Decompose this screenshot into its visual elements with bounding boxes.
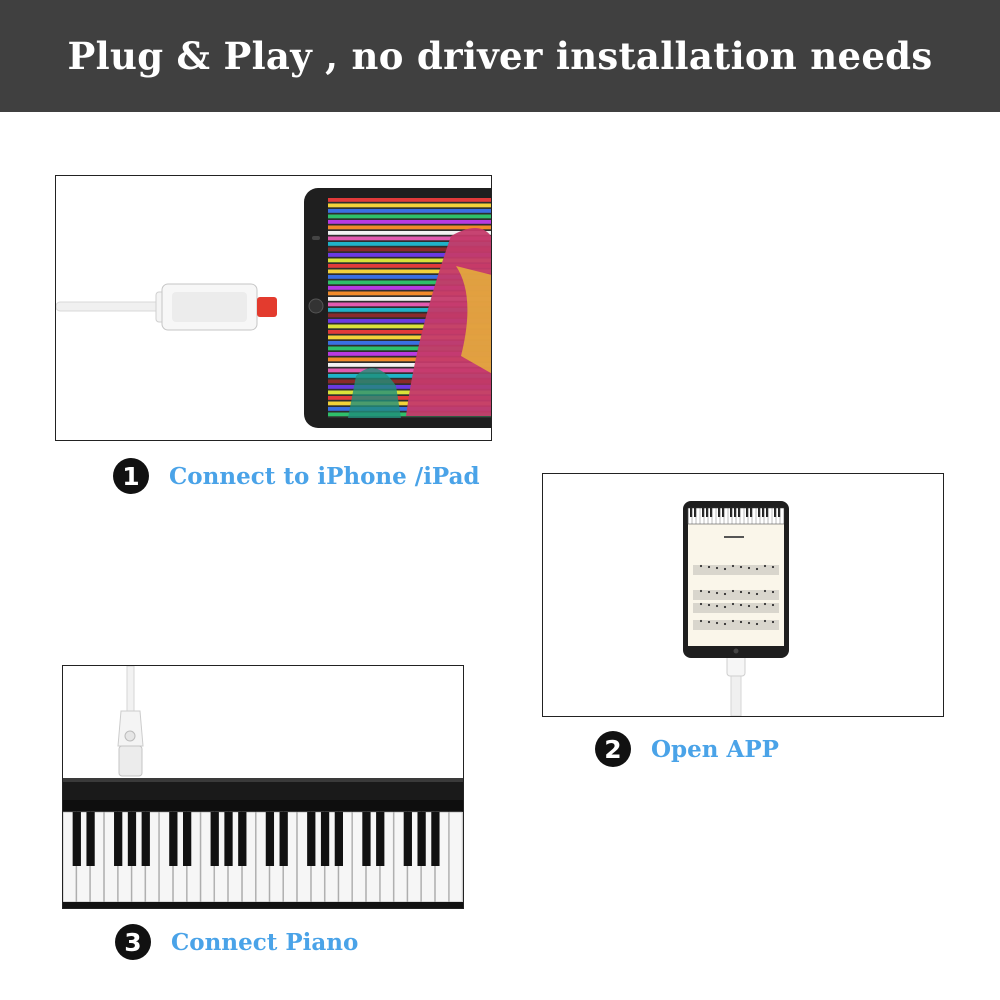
- panel-connect-piano: [62, 665, 464, 909]
- lightning-cable-tablet-illustration: [56, 188, 491, 428]
- header-banner: Plug & Play , no driver installation nee…: [0, 0, 1000, 112]
- step-1-label: Connect to iPhone /iPad: [169, 462, 480, 490]
- step-2-number: 2: [595, 731, 631, 767]
- step-3: 3 Connect Piano: [115, 924, 358, 960]
- connector-tip: [257, 297, 277, 317]
- header-title: Plug & Play , no driver installation nee…: [67, 34, 933, 78]
- step-1-number: 1: [113, 458, 149, 494]
- step-3-label: Connect Piano: [171, 928, 359, 956]
- panel-open-app: [542, 473, 944, 717]
- piano-keyboard-usb-illustration: [63, 666, 463, 908]
- panel-connect-device: [55, 175, 492, 441]
- step-2: 2 Open APP: [595, 731, 779, 767]
- step-3-number: 3: [115, 924, 151, 960]
- tablet-sheet-music-illustration: [683, 501, 789, 716]
- step-1: 1 Connect to iPhone /iPad: [113, 458, 480, 494]
- step-2-label: Open APP: [651, 735, 779, 763]
